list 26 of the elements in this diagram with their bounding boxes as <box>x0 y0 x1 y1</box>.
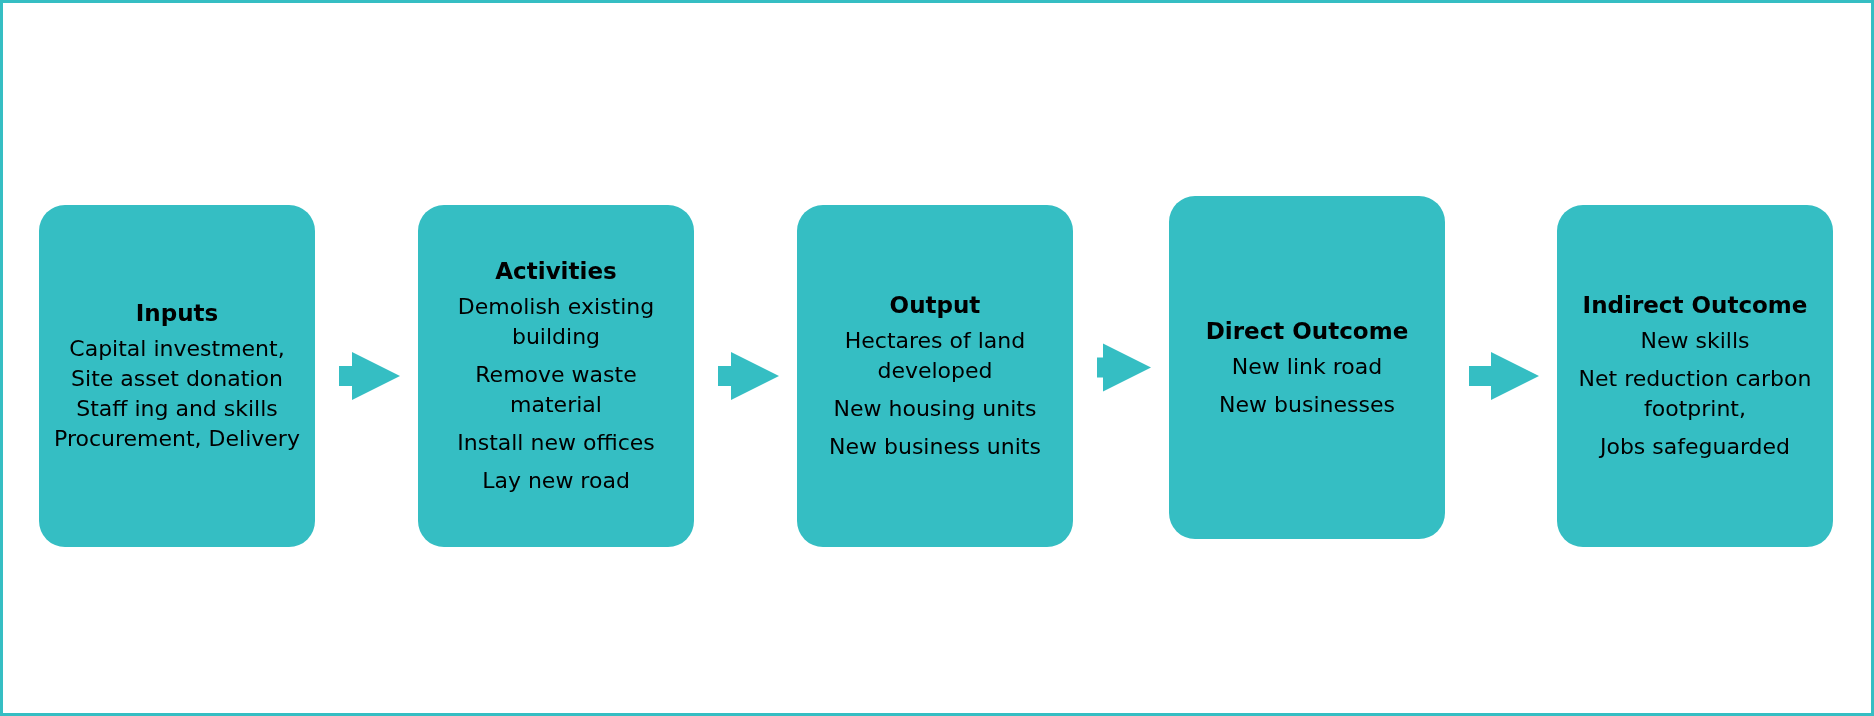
process-box <box>39 205 315 547</box>
box-heading: Inputs <box>135 299 219 328</box>
box-text: Lay new road <box>482 467 630 495</box>
box-text: New housing units <box>833 395 1037 423</box>
process-box <box>1169 196 1445 539</box>
box-text: Remove waste material <box>474 361 638 419</box>
box-text: New skills <box>1640 327 1750 355</box>
box-text: Procurement, Delivery <box>54 425 300 453</box>
process-box <box>418 205 694 547</box>
process-box <box>1557 205 1833 547</box>
box-text: Capital investment, <box>69 335 285 363</box>
box-text: Demolish existing building <box>456 293 656 351</box>
box-heading: Activities <box>495 257 617 286</box>
box-text: Jobs safeguarded <box>1599 433 1791 461</box>
box-heading: Output <box>889 291 981 320</box>
box-text: Net reduction carbon footprint, <box>1577 365 1813 423</box>
box-text: Staff ing and skills <box>76 395 278 423</box>
process-box <box>797 205 1073 547</box>
box-text: New link road <box>1231 352 1383 381</box>
box-text: Install new offices <box>457 429 655 457</box>
box-text: Hectares of land developed <box>843 327 1027 385</box>
box-text: New business units <box>829 433 1041 461</box>
box-text: New businesses <box>1219 390 1395 419</box>
box-heading: Direct Outcome <box>1205 316 1409 346</box>
box-heading: Indirect Outcome <box>1582 291 1808 320</box>
box-text: Site asset donation <box>71 365 283 393</box>
